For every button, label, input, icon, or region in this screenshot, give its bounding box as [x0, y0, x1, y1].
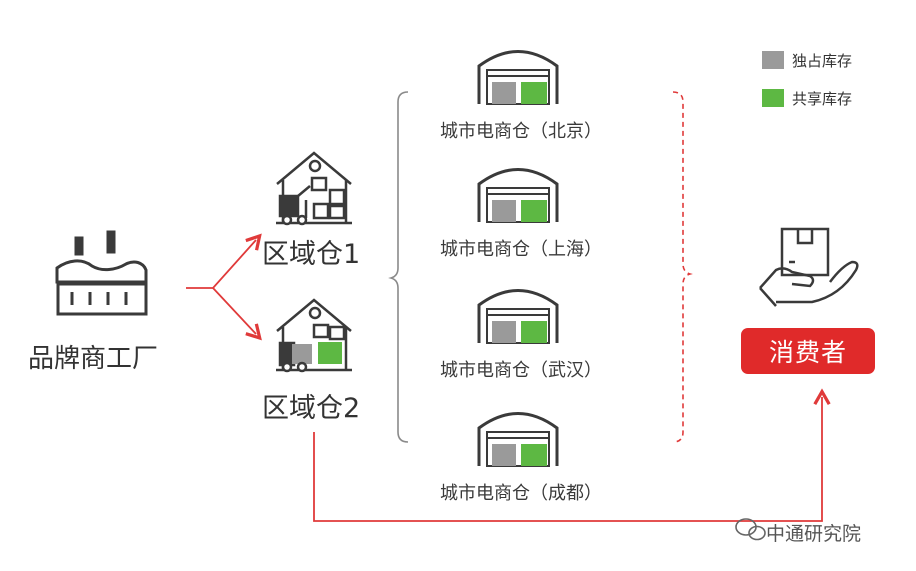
hand-box-icon — [759, 227, 859, 307]
city-warehouse-chengdu-icon — [477, 412, 559, 467]
city-warehouse-shanghai-icon — [477, 168, 559, 223]
watermark-text: 中通研究院 — [766, 523, 862, 545]
legend-swatch-exclusive — [762, 51, 784, 69]
regional-warehouse-1-icon — [276, 151, 352, 226]
right-bracket — [672, 91, 693, 443]
city-warehouse-wuhan-label: 城市电商仓（武汉） — [440, 360, 602, 381]
regional-warehouse-2-label: 区域仓2 — [262, 393, 361, 424]
legend-label-shared: 共享库存 — [792, 90, 853, 108]
watermark: 中通研究院 — [732, 519, 861, 546]
factory-label: 品牌商工厂 — [28, 344, 159, 374]
legend-swatch-shared — [762, 89, 784, 107]
factory-to-regional-arrows — [186, 233, 262, 341]
wechat-icon — [735, 518, 766, 541]
consumer-badge: 消费者 — [741, 328, 875, 374]
left-bracket — [388, 91, 409, 443]
city-warehouse-chengdu-label: 城市电商仓（成都） — [440, 483, 602, 504]
city-warehouse-beijing-label: 城市电商仓（北京） — [440, 121, 602, 142]
city-warehouse-shanghai-label: 城市电商仓（上海） — [440, 239, 602, 260]
city-warehouse-wuhan-icon — [477, 289, 559, 344]
regional-warehouse-1-label: 区域仓1 — [262, 239, 361, 270]
regional-warehouse-2-icon — [276, 298, 352, 373]
regional-to-consumer-line — [313, 388, 831, 522]
legend-label-exclusive: 独占库存 — [792, 52, 853, 70]
factory-icon — [55, 230, 148, 316]
city-warehouse-beijing-icon — [477, 50, 559, 105]
